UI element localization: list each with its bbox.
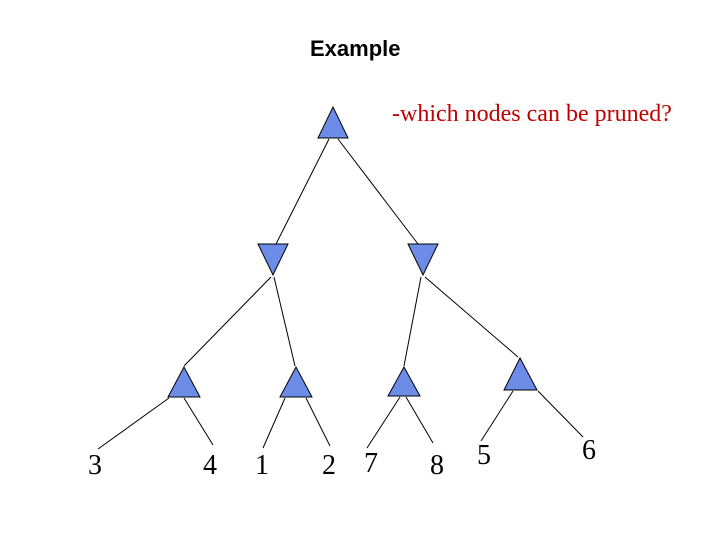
tree-edge bbox=[405, 396, 434, 444]
tree-edge bbox=[366, 396, 401, 449]
tree-edge bbox=[403, 276, 422, 367]
max-node-root-triangle bbox=[317, 105, 349, 139]
tree-edge bbox=[337, 138, 419, 245]
max-node-4-triangle bbox=[503, 356, 538, 391]
max-node-1-triangle bbox=[167, 365, 201, 398]
tree-edge bbox=[183, 276, 272, 367]
tree-edge bbox=[424, 276, 519, 358]
max-node-2-triangle bbox=[279, 365, 313, 398]
tree-edge bbox=[262, 397, 286, 449]
tree-edge bbox=[537, 390, 584, 438]
question-text: -which nodes can be pruned? bbox=[392, 101, 672, 127]
tree-edge bbox=[97, 397, 170, 450]
min-node-right-triangle bbox=[407, 243, 439, 277]
min-node-left-triangle bbox=[257, 243, 289, 277]
tree-edge bbox=[305, 397, 331, 447]
max-node-3-triangle bbox=[387, 365, 421, 397]
tree-edge bbox=[183, 397, 214, 446]
tree-edge bbox=[275, 138, 330, 245]
slide-title: Example bbox=[310, 36, 401, 61]
tree-edge bbox=[273, 276, 296, 367]
tree-edge bbox=[480, 390, 514, 442]
